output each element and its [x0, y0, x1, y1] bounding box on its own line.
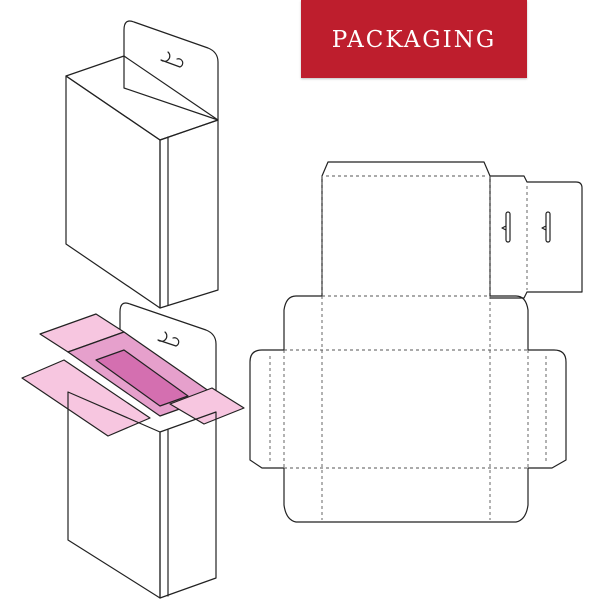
dieline-hang-hole-right-icon [541, 211, 551, 243]
closed-box-side-face [159, 119, 219, 309]
banner-title: PACKAGING [331, 27, 497, 53]
dieline-hang-tab [489, 175, 583, 299]
dieline-lid-panel [321, 161, 491, 297]
open-box-hang-tab [119, 302, 217, 397]
closed-box-hang-tab [123, 20, 219, 121]
closed-box-hang-hole-icon [160, 51, 184, 68]
open-box-right-flap [169, 387, 245, 425]
open-box-hang-hole-icon [157, 331, 180, 347]
open-box-left-flap [21, 359, 151, 437]
packaging-banner: PACKAGING [301, 0, 527, 78]
dieline-outer-contour [249, 295, 567, 523]
dieline-hang-hole-left-icon [501, 211, 511, 243]
open-box-side-face [159, 411, 217, 599]
open-box-interior-floor [95, 349, 189, 407]
